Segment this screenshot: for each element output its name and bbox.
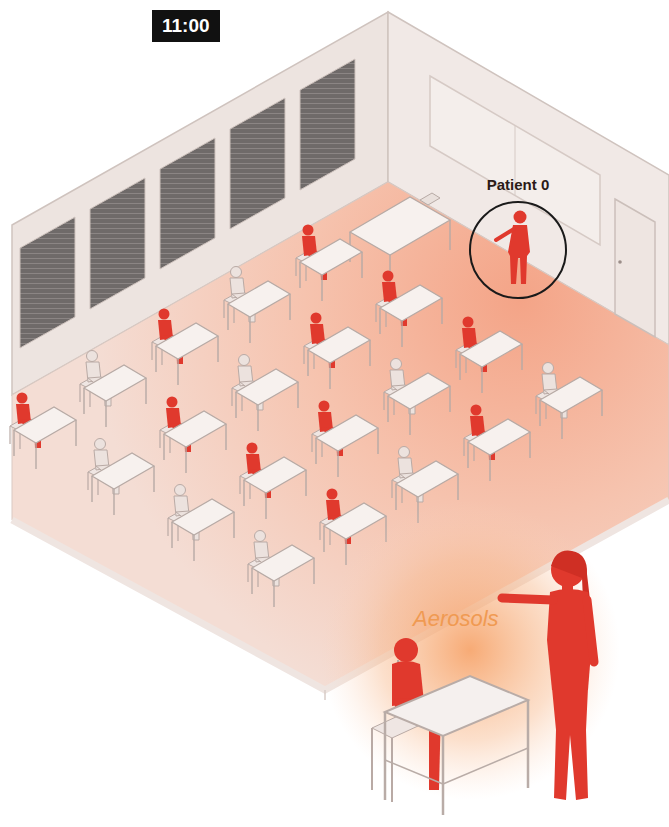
student-desk xyxy=(10,393,76,470)
whiteboard xyxy=(430,76,600,245)
aerosol-label: Aerosols xyxy=(413,606,499,632)
window xyxy=(230,98,285,229)
window xyxy=(160,138,215,269)
student-desk xyxy=(232,355,298,432)
student-desk xyxy=(80,351,146,428)
student-desk xyxy=(224,267,290,344)
teacher-closeup xyxy=(502,551,594,800)
student-desk xyxy=(296,225,362,302)
ring-circle xyxy=(470,202,566,298)
aerosol-cloud xyxy=(320,500,620,800)
student-desk xyxy=(536,363,602,440)
ring-outline xyxy=(468,200,568,300)
student-desk xyxy=(240,443,306,520)
teacher-desk xyxy=(350,193,450,285)
wall-corner xyxy=(324,690,326,700)
student-desk xyxy=(464,405,530,482)
window xyxy=(300,59,355,190)
patient-ring: Patient 0 xyxy=(463,176,573,300)
window xyxy=(90,178,145,309)
student-desk xyxy=(88,439,154,516)
figure-label: Patient 0 xyxy=(463,176,573,194)
student-desk xyxy=(168,485,234,562)
patient-zero-figure xyxy=(496,211,530,285)
student-desk xyxy=(376,271,442,348)
time-stamp: 11:00 xyxy=(162,15,210,37)
student-desk xyxy=(384,359,450,436)
student-desk xyxy=(248,531,314,608)
student-desk xyxy=(160,397,226,474)
window xyxy=(20,217,75,348)
left-wall xyxy=(12,12,388,395)
door xyxy=(615,199,655,337)
time-badge: 11:00 xyxy=(152,10,220,42)
closeup-desk xyxy=(385,676,528,815)
student-desk xyxy=(456,317,522,394)
student-desk xyxy=(304,313,370,390)
student-desk xyxy=(152,309,218,386)
student-desk xyxy=(312,401,378,478)
door-knob xyxy=(618,260,622,264)
